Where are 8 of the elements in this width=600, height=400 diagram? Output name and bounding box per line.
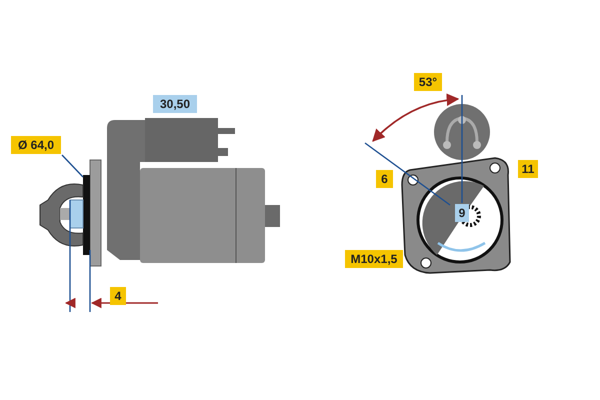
dimension-label: Ø 64,0: [11, 136, 61, 154]
dimension-label: 30,50: [153, 95, 197, 113]
callout-number: 11: [518, 160, 538, 178]
thread-label: M10x1,5: [345, 250, 403, 268]
callout-number: 9: [455, 204, 469, 222]
dimension-label: 4: [110, 287, 126, 305]
angle-label: 53°: [414, 73, 442, 91]
callout-number: 6: [376, 170, 393, 188]
